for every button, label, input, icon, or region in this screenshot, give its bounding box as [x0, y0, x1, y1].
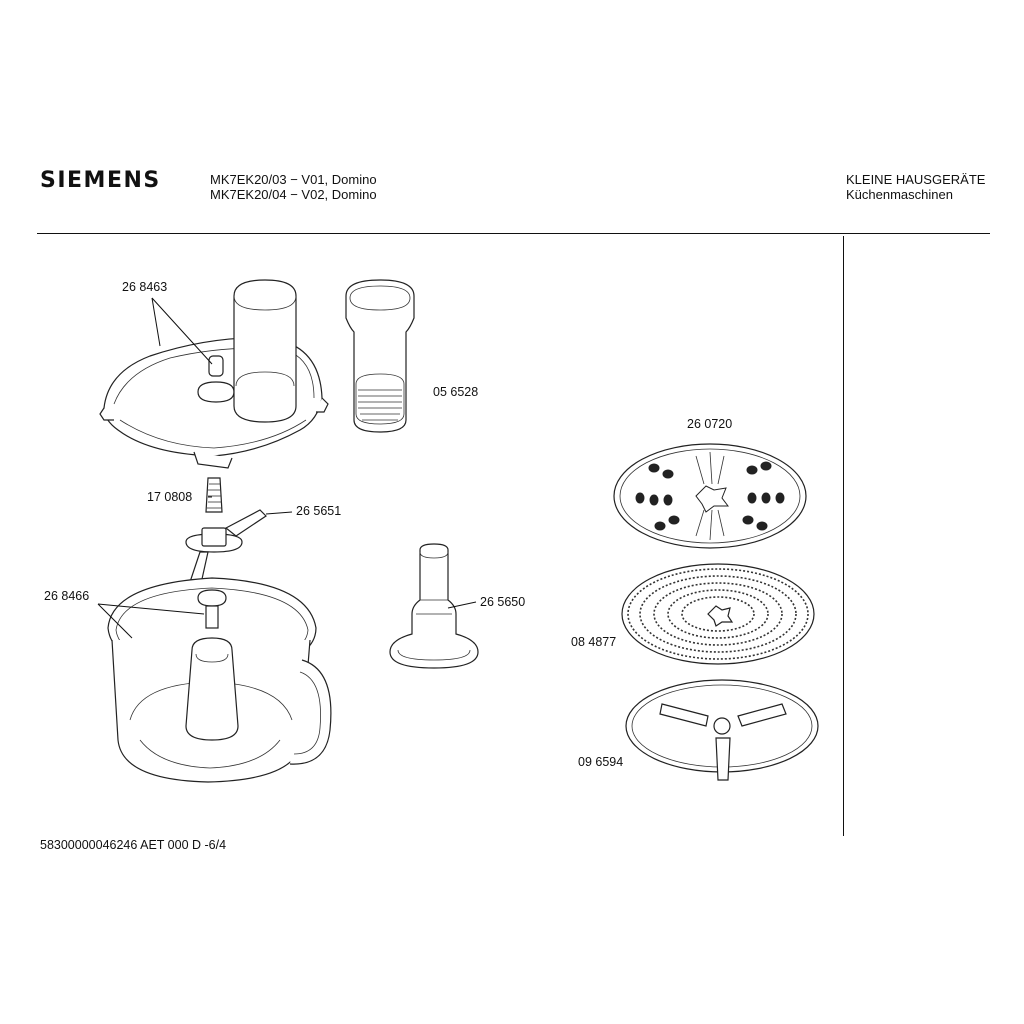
label-bowl: 26 8466: [44, 589, 89, 603]
label-lid: 26 8463: [122, 280, 167, 294]
coupling-drawing: [205, 477, 223, 513]
category-line-1: KLEINE HAUSGERÄTE: [846, 172, 986, 187]
slicing-disc-drawing: [613, 443, 807, 549]
leader-lines: [97, 297, 477, 639]
drive-shaft-drawing: [389, 543, 479, 669]
header-divider: [37, 233, 990, 234]
side-divider: [843, 236, 844, 836]
label-slicing-disc: 26 0720: [687, 417, 732, 431]
grating-disc-drawing: [621, 563, 815, 665]
model-line-2: MK7EK20/04 − V02, Domino: [210, 187, 377, 202]
model-line-1: MK7EK20/03 − V01, Domino: [210, 172, 377, 187]
carrier-disc-drawing: [625, 679, 819, 781]
siemens-logo: SIEMENS: [40, 168, 161, 193]
label-coupling: 17 0808: [147, 490, 192, 504]
label-pusher: 05 6528: [433, 385, 478, 399]
category-line-2: Küchenmaschinen: [846, 187, 953, 202]
bowl-drawing: [107, 577, 332, 783]
label-carrier-disc: 09 6594: [578, 755, 623, 769]
label-grating-disc: 08 4877: [571, 635, 616, 649]
label-drive-shaft: 26 5650: [480, 595, 525, 609]
lid-drawing: [99, 279, 329, 469]
label-blade: 26 5651: [296, 504, 341, 518]
document-number: 58300000046246 AET 000 D -6/4: [40, 838, 227, 852]
pusher-drawing: [345, 279, 415, 433]
